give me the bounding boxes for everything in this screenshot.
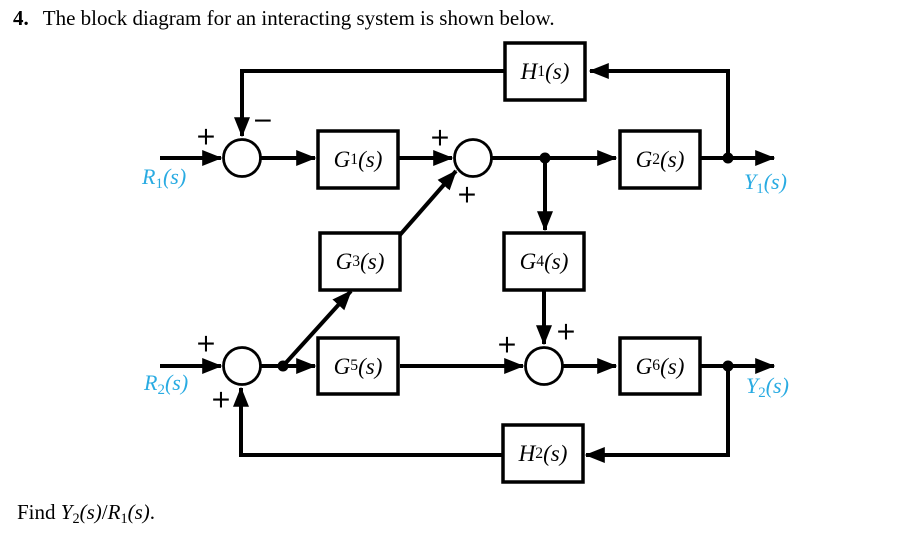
signal-y1-sub: 1 xyxy=(756,181,764,198)
summing-junction-r2 xyxy=(222,346,262,386)
sum2-plus-left-sign: + xyxy=(429,122,451,152)
signal-r2-args: (s) xyxy=(164,370,189,395)
signal-label-y1: Y1(s) xyxy=(744,169,787,198)
block-boxes xyxy=(316,41,702,484)
sum1-plus-sign: + xyxy=(195,121,217,151)
summing-junction-3 xyxy=(524,346,564,386)
signal-r1-args: (s) xyxy=(162,164,187,189)
signal-r1-sub: 1 xyxy=(155,176,163,193)
problem-number: 4. xyxy=(13,6,29,30)
block-g5-box xyxy=(316,336,400,396)
sum3-plus-left-sign: + xyxy=(496,329,518,359)
block-g2-box xyxy=(618,129,702,190)
block-h1-box xyxy=(503,41,587,102)
line-h2-to-sumr2 xyxy=(233,386,503,457)
sumr2-plus-bottom-sign: + xyxy=(210,384,232,414)
line-y2-feedback-to-h2 xyxy=(584,366,730,463)
sumr2-plus-top-sign: + xyxy=(195,328,217,358)
block-g6-box xyxy=(618,336,702,396)
summing-junctions xyxy=(222,138,564,386)
block-g4-box xyxy=(502,231,586,292)
find-r-sub: 1 xyxy=(120,510,128,527)
sum2-plus-bottom-sign: + xyxy=(456,179,478,209)
problem-title: 4. The block diagram for an interacting s… xyxy=(13,6,555,31)
block-g3-box xyxy=(318,231,402,292)
signal-y2-sub: 2 xyxy=(758,385,766,402)
summing-junction-2 xyxy=(453,138,493,178)
find-r-args: (s) xyxy=(127,500,150,524)
find-r-var: R xyxy=(107,500,121,524)
problem-text: The block diagram for an interacting sys… xyxy=(42,6,555,30)
signal-r2-sub: 2 xyxy=(157,382,165,399)
junction-dot-y2 xyxy=(722,360,734,372)
find-y-sub: 2 xyxy=(72,510,80,527)
junction-dot-y1 xyxy=(722,152,734,164)
junction-dot-tap-g4 xyxy=(539,152,551,164)
find-y-var: Y xyxy=(60,500,73,524)
signal-y1-args: (s) xyxy=(763,169,787,194)
block-h2-box xyxy=(501,423,585,484)
signal-r2-var: R xyxy=(144,370,158,395)
signal-y2-var: Y xyxy=(746,373,759,398)
line-g3-to-sum2-diagonal xyxy=(397,169,458,238)
sum3-plus-right-sign: + xyxy=(555,316,577,346)
sum1-minus-sign: − xyxy=(252,105,274,135)
junction-dots xyxy=(277,152,734,372)
signal-lines xyxy=(160,63,776,463)
signal-label-r2: R2(s) xyxy=(144,370,189,399)
find-period: . xyxy=(149,500,155,524)
signal-label-r1: R1(s) xyxy=(142,164,187,193)
signal-r1-var: R xyxy=(142,164,156,189)
signal-label-y2: Y2(s) xyxy=(746,373,789,402)
line-y1-feedback-to-h1 xyxy=(588,63,730,158)
junction-dot-r2-tap xyxy=(277,360,289,372)
find-slash: / xyxy=(101,500,108,524)
find-question: Find Y2(s)/R1(s). xyxy=(17,500,155,527)
summing-junction-1 xyxy=(222,138,262,178)
find-word: Find xyxy=(17,500,61,524)
block-g1-box xyxy=(316,129,400,190)
signal-y1-var: Y xyxy=(744,169,757,194)
line-tap-to-g3-diagonal xyxy=(281,289,353,368)
signal-y2-args: (s) xyxy=(765,373,789,398)
line-h1-to-sum1 xyxy=(234,69,505,138)
find-y-args: (s) xyxy=(79,500,102,524)
